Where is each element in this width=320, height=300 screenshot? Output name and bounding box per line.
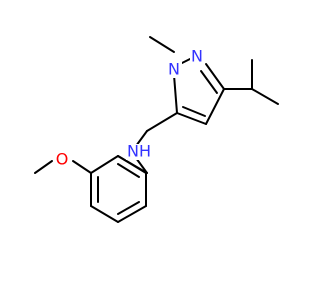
atom-bg-o xyxy=(55,152,70,168)
atom-bg-nh xyxy=(126,144,152,160)
bond-ch2-nh xyxy=(135,130,148,147)
bond-isopropyl-methyl-right xyxy=(251,88,279,105)
bond-benzene-6 xyxy=(117,155,147,174)
bond-nh-benzyl-ch2 xyxy=(135,157,148,174)
atom-bg-n2 xyxy=(190,49,205,65)
atom-o: O xyxy=(56,150,69,169)
molecule-canvas: N N NH O xyxy=(34,36,279,223)
atom-n1: N xyxy=(168,60,180,79)
bond-benzene-1 xyxy=(90,155,119,174)
bond-benzene-4-inner xyxy=(117,201,140,215)
atom-n2: N xyxy=(191,47,203,66)
atom-bg-n1 xyxy=(167,62,182,78)
bond-c5-c4 xyxy=(176,112,207,125)
bond-benzene-4 xyxy=(117,205,147,223)
bond-n1-c5 xyxy=(173,74,178,114)
bond-c5-c4-inner xyxy=(182,106,206,117)
bond-benzene-6-inner xyxy=(117,163,140,178)
bond-benzene-3 xyxy=(90,205,119,223)
bond-n1-methyl xyxy=(149,36,175,53)
bond-c3-n2 xyxy=(205,63,225,90)
bond-c5-ch2 xyxy=(146,112,178,132)
atom-nh: NH xyxy=(127,142,151,161)
bond-o-methyl xyxy=(34,160,53,174)
molecule-structure: N N NH O xyxy=(34,36,279,223)
bond-benzene-o xyxy=(72,160,92,174)
bond-c4-c3 xyxy=(205,88,225,125)
bond-c3-n2-inner xyxy=(200,70,218,94)
